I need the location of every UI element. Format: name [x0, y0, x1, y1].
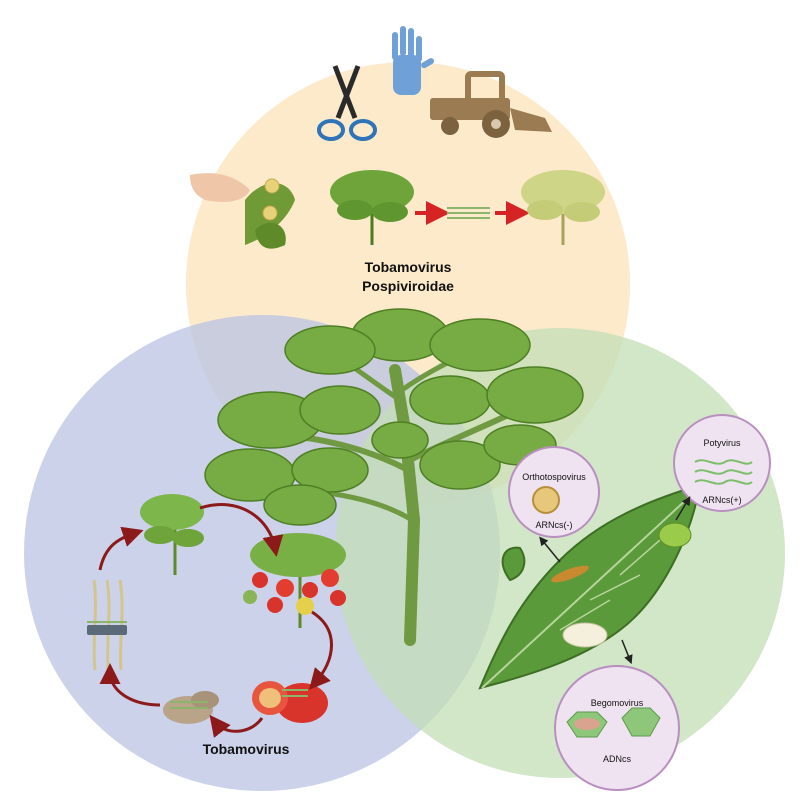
aphid-to-potyvirus-arrow	[675, 496, 691, 521]
infected-plant-icon	[521, 170, 605, 245]
whitefly-to-begomovirus-arrow	[621, 639, 633, 665]
tomato-plant-icon	[204, 308, 584, 646]
virus-particles-icon	[447, 207, 490, 219]
potyvirus-label: Potyvirus	[703, 438, 741, 448]
orthotospovirus-bubble: Orthotospovirus ARNcs(-)	[508, 446, 600, 538]
infected-leaf-cluster	[245, 178, 295, 249]
whitefly-insect-icon	[562, 622, 608, 648]
seedlings-icon	[87, 579, 127, 671]
potyvirus-genome-label: ARNcs(+)	[702, 495, 741, 505]
leaf-icon	[478, 483, 702, 690]
soil-debris-icon	[163, 691, 219, 724]
thrips-to-orthotospovirus-arrow	[539, 536, 561, 563]
scissors-icon	[317, 65, 377, 141]
glove-icon	[392, 26, 435, 95]
healthy-plant-icon	[330, 170, 414, 245]
left-circle-title: Tobamovirus	[203, 741, 290, 757]
top-circle-title-line2: Pospiviroidae	[362, 278, 454, 294]
transmission-cycle-arrows	[98, 502, 333, 738]
orthotospovirus-particle-icon	[532, 486, 560, 514]
top-circle-title-line1: Tobamovirus	[365, 259, 452, 275]
potyvirus-rna-icon	[694, 459, 753, 485]
potyvirus-bubble: Potyvirus ARNcs(+)	[673, 414, 771, 512]
tomato-fruit-icon	[252, 681, 328, 723]
orthotospovirus-label: Orthotospovirus	[522, 472, 586, 482]
hand-icon	[190, 173, 250, 202]
begomovirus-particle-icon	[566, 707, 661, 738]
young-plant-icon	[140, 494, 204, 575]
aphid-insect-icon	[658, 522, 692, 548]
begomovirus-bubble: Begomovirus ADNcs	[554, 665, 680, 791]
thrips-insect-icon	[551, 565, 589, 583]
begomovirus-label: Begomovirus	[591, 698, 644, 708]
orthotospovirus-genome-label: ARNcs(-)	[536, 520, 573, 530]
tractor-icon	[430, 71, 552, 138]
begomovirus-genome-label: ADNcs	[603, 754, 632, 764]
